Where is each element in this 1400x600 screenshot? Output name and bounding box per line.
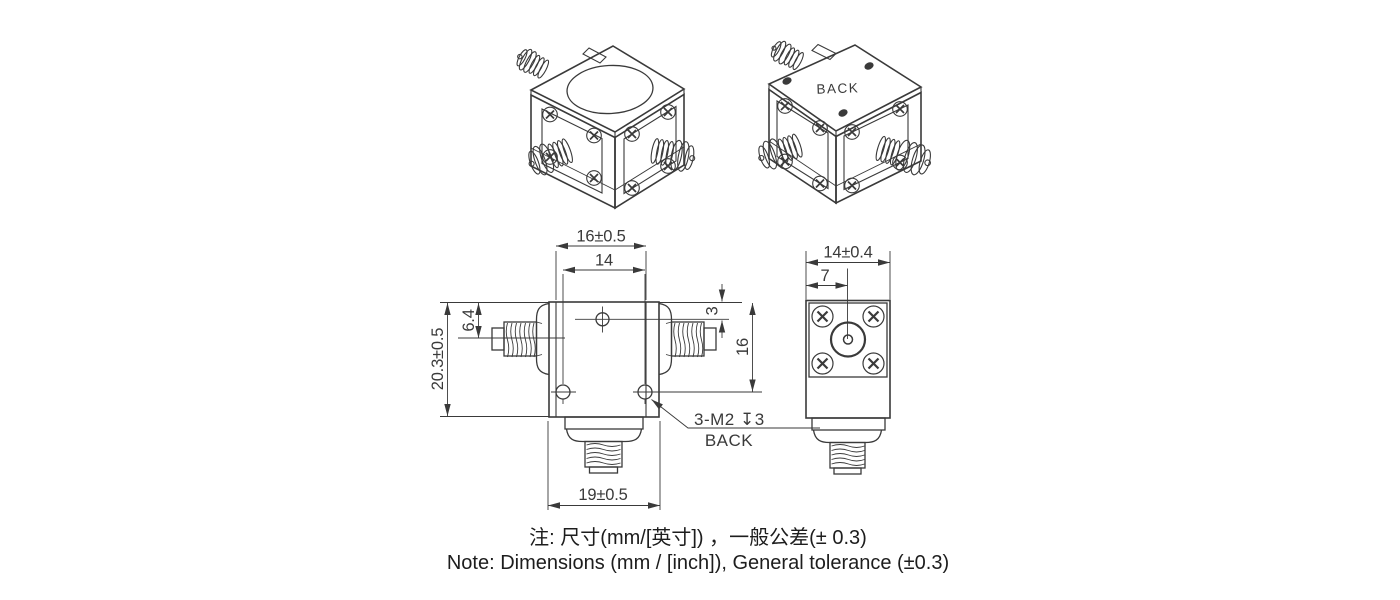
iso-view-back: BACK [758,40,931,205]
iso-front-back-connector [516,48,550,79]
screw-icon [541,106,559,123]
drawing-notes: 注: 尺寸(mm/[英寸]) ，一般公差(± 0.3) Note: Dimens… [447,526,949,574]
iso-back-top-label: BACK [816,80,859,96]
note-line-zh: 注: 尺寸(mm/[英寸]) ，一般公差(± 0.3) [529,526,867,549]
dim-label: 16±0.5 [576,228,625,246]
dim-label: 14±0.4 [823,244,872,262]
iso-front-top-face [529,45,686,133]
iso-front-top-recess [566,64,654,115]
dim-port-axis-offset: 6.4 [460,303,482,338]
iso-front-left-flange [541,108,603,194]
dim-top-hole-offset: 3 [704,284,726,338]
side-view-flange [808,302,888,378]
dim-label: 14 [595,252,613,270]
dim-label: 3 [704,306,722,315]
iso-front-right-flange [623,105,677,195]
screw-icon [861,351,886,376]
iso-back-right-sma-connector [875,135,931,176]
front-view-mounting-holes [551,306,653,400]
front-view-bottom-connector [564,416,644,474]
side-view-connector-pin [842,334,854,345]
dim-body-depth: 14±0.4 [805,244,891,300]
front-view-pocket-edges [555,302,647,417]
dim-overall-height: 20.3±0.5 [429,303,451,416]
note-line-en: Note: Dimensions (mm / [inch]), General … [447,552,949,574]
iso-back-back-connector [770,40,804,71]
front-view-right-connector [658,302,717,376]
iso-view-front [516,45,696,210]
dim-body-width: 19±0.5 [547,421,661,510]
thread-callout-text: 3-M2 ↧3 [694,410,765,429]
dim-hole-pitch-vertical: 16 [734,303,756,392]
screw-icon [810,304,835,329]
thread-callout-back-label: BACK [705,431,753,450]
side-view-connector-body [829,321,867,358]
screw-icon [843,123,861,141]
side-view-bottom-connector [811,417,886,475]
screw-icon [585,169,603,187]
dim-port-center-offset: 7 [806,267,848,339]
screw-hole-icon [782,77,792,85]
dim-label: 16 [734,338,752,356]
dim-pocket-width: 16±0.5 [555,228,647,300]
iso-back-left-flange [776,100,829,190]
iso-back-left-sma-connector [758,133,803,170]
dim-label: 19±0.5 [578,486,627,504]
dim-hole-pitch-horizontal: 14 [562,252,646,404]
thread-callout: 3-M2 ↧3 BACK [651,399,820,450]
dim-label: 7 [821,267,830,285]
iso-front-lid-edge [530,89,685,139]
front-orthographic-view: 16±0.5 14 20.3±0.5 6.4 3 16 [429,228,820,510]
dim-label: 6.4 [460,309,478,331]
screw-icon [585,127,603,144]
iso-back-back-connector-tab [811,43,837,61]
dim-label: 20.3±0.5 [429,328,447,391]
screw-icon [810,351,835,376]
front-view-left-connector [491,302,550,376]
screw-hole-icon [864,62,874,70]
screw-icon [811,175,829,192]
iso-front-back-connector-tab [582,47,607,64]
screw-icon [843,177,861,194]
iso-front-right-sma-connector [650,138,696,172]
screw-icon [623,179,641,197]
side-orthographic-view: 14±0.4 7 [805,244,891,475]
screw-hole-icon [838,109,848,117]
screw-icon [861,304,886,329]
iso-back-lid-edge [768,84,922,138]
iso-back-body-seam [768,140,922,187]
screw-icon [659,103,677,121]
screw-icon [623,125,641,143]
iso-front-left-sma-connector [528,138,573,176]
